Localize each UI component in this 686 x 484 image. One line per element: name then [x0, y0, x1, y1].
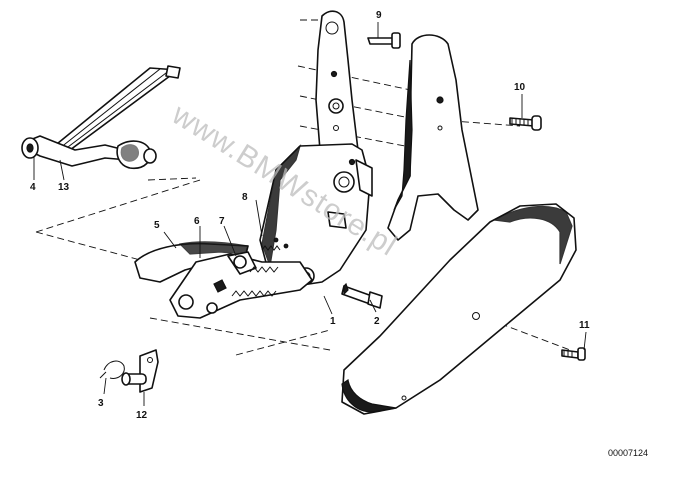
side-cover — [341, 203, 577, 415]
callouts: 1 2 3 4 5 6 7 8 9 10 11 12 13 — [30, 10, 590, 421]
part-number: 00007124 — [608, 448, 648, 458]
main-hinge-plate — [259, 143, 373, 287]
release-lever — [134, 241, 249, 283]
crank-handle-assembly — [21, 65, 181, 170]
bolt-2 — [341, 282, 383, 309]
callout-2: 2 — [374, 316, 380, 327]
backrest-hinge-arm — [387, 34, 479, 241]
pin-12 — [121, 349, 159, 393]
callout-6: 6 — [194, 216, 200, 227]
callout-10: 10 — [514, 82, 526, 93]
callout-12: 12 — [136, 410, 148, 421]
callout-1: 1 — [330, 316, 336, 327]
callout-9: 9 — [376, 10, 382, 21]
callout-5: 5 — [154, 220, 160, 231]
callout-8: 8 — [242, 192, 248, 203]
screw-9 — [367, 32, 401, 49]
screw-10 — [509, 115, 542, 131]
callout-7: 7 — [219, 216, 225, 227]
clip-3 — [99, 360, 125, 379]
leader-lines — [33, 22, 587, 406]
latch-plate — [169, 237, 313, 319]
callout-3: 3 — [98, 398, 104, 409]
callout-4: 4 — [30, 182, 36, 193]
upright-hinge-arm — [315, 10, 359, 161]
callout-11: 11 — [579, 320, 590, 331]
screw-11 — [561, 347, 586, 361]
callout-13: 13 — [58, 182, 70, 193]
